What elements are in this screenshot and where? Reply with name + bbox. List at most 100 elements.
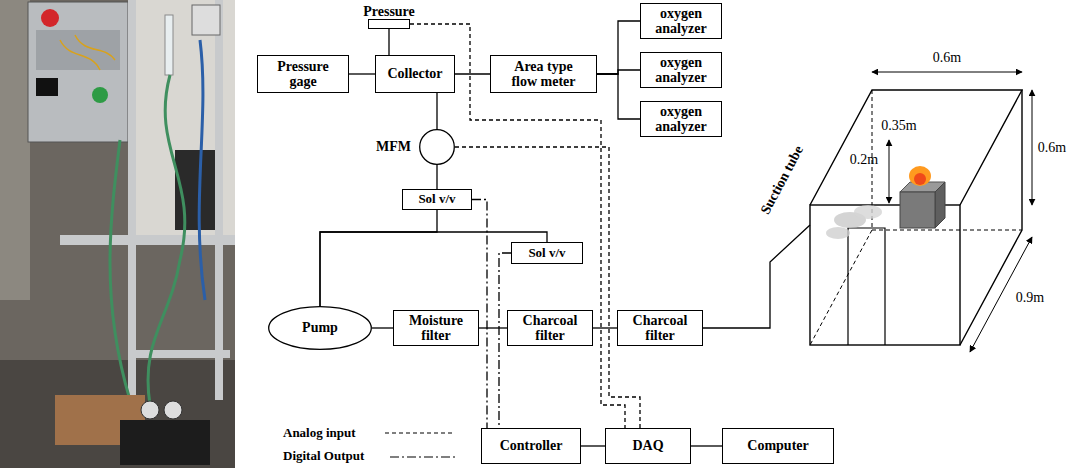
photo-wall bbox=[0, 0, 30, 300]
dimension-line bbox=[1032, 90, 1033, 205]
node-label: DAQ bbox=[632, 438, 663, 453]
analyzer-box: oxygen analyzer bbox=[640, 101, 722, 138]
connector-line bbox=[372, 327, 393, 328]
chamber-side bbox=[960, 90, 1022, 345]
start-button bbox=[92, 87, 108, 103]
node-label: oxygen analyzer bbox=[646, 104, 716, 135]
pump-gauge bbox=[164, 401, 182, 419]
aluminium-frame bbox=[215, 0, 223, 400]
apparatus-photo bbox=[0, 0, 235, 468]
connector-line bbox=[597, 74, 640, 119]
photo-wires bbox=[60, 35, 115, 70]
smoke bbox=[854, 205, 882, 219]
ellipse-shape bbox=[269, 307, 372, 350]
node-label: oxygen analyzer bbox=[646, 6, 716, 37]
flame bbox=[909, 166, 931, 186]
dimension-line bbox=[872, 72, 1022, 73]
legend-label: Analog input bbox=[283, 426, 356, 440]
legend-entry: Digital Output bbox=[283, 449, 364, 463]
process-box: DAQ bbox=[605, 428, 691, 464]
connector-line bbox=[479, 327, 507, 328]
connector-line bbox=[436, 165, 437, 189]
chamber-top bbox=[810, 90, 1022, 205]
photo-ground bbox=[0, 0, 235, 468]
dimension-line bbox=[889, 140, 890, 203]
node-heading: Pressure bbox=[363, 4, 415, 19]
legend-entry: Analog input bbox=[283, 426, 356, 440]
filter-box: Charcoal filter bbox=[507, 310, 593, 347]
connector-line bbox=[581, 445, 605, 446]
node-label: Controller bbox=[500, 438, 563, 453]
connector-line bbox=[388, 29, 389, 55]
connector-line bbox=[597, 21, 640, 74]
switch-symbol bbox=[36, 78, 58, 96]
green-tube bbox=[110, 140, 130, 400]
connector-line bbox=[320, 210, 437, 306]
gauge-meter bbox=[192, 5, 220, 35]
connector-line bbox=[455, 73, 490, 74]
connector-line bbox=[593, 327, 617, 328]
test-chamber bbox=[810, 72, 1032, 352]
control-panel bbox=[36, 30, 120, 70]
smoke bbox=[826, 227, 850, 239]
node-label: oxygen analyzer bbox=[646, 55, 716, 86]
flow-meter-tube bbox=[165, 15, 173, 75]
process-box: Controller bbox=[481, 428, 581, 464]
circle-shape bbox=[420, 130, 455, 165]
filter-box: Moisture filter bbox=[393, 310, 479, 347]
process-box: Area type flow meter bbox=[490, 55, 597, 93]
process-box: Pressure gage bbox=[257, 55, 349, 93]
connector-line bbox=[691, 445, 722, 446]
blue-tube bbox=[199, 40, 205, 300]
dimension-label: 0.2m bbox=[850, 152, 878, 167]
sample-cube bbox=[900, 192, 935, 228]
control-box bbox=[28, 2, 128, 142]
node-label: Sol v/v bbox=[418, 192, 455, 206]
pump-gauge bbox=[141, 401, 159, 419]
dimension-label: 0.35m bbox=[881, 118, 916, 133]
analyzer-box: oxygen analyzer bbox=[640, 52, 722, 89]
node-heading: MFM bbox=[376, 139, 411, 154]
node-label: Area type flow meter bbox=[502, 59, 585, 90]
analog-signal-line bbox=[455, 147, 640, 428]
emergency-button bbox=[41, 9, 59, 27]
part-label: Suction tube bbox=[758, 143, 807, 217]
dimension-label: 0.6m bbox=[933, 50, 961, 65]
aluminium-frame bbox=[128, 0, 136, 400]
node-label: Pressure gage bbox=[265, 59, 341, 90]
aluminium-frame bbox=[130, 350, 230, 358]
green-tube bbox=[148, 75, 185, 405]
pump-ellipse: Pump bbox=[268, 306, 372, 350]
node-label: Pump bbox=[302, 320, 338, 335]
node-label: Computer bbox=[747, 438, 808, 453]
valve-box: Sol v/v bbox=[402, 189, 472, 210]
process-box: Collector bbox=[375, 55, 455, 93]
suction-tube-line bbox=[703, 225, 810, 328]
photo-floor bbox=[0, 360, 235, 468]
hidden-edge bbox=[810, 230, 872, 345]
flow-meter-circle: MFM bbox=[419, 129, 455, 165]
node-label: Charcoal filter bbox=[623, 313, 697, 344]
sample-cube bbox=[935, 182, 945, 228]
connector-line bbox=[436, 93, 437, 129]
flame bbox=[914, 173, 926, 185]
pressure-sensor: Pressure bbox=[368, 19, 410, 29]
node-label: Charcoal filter bbox=[513, 313, 587, 344]
pump-body bbox=[120, 420, 210, 465]
process-box: Computer bbox=[722, 428, 834, 464]
circle-outline bbox=[419, 129, 455, 165]
partition-lines bbox=[848, 228, 885, 345]
node-label: Sol v/v bbox=[528, 246, 565, 260]
node-label: Moisture filter bbox=[399, 313, 473, 344]
node-label: Collector bbox=[387, 66, 442, 81]
valve-box: Sol v/v bbox=[511, 242, 583, 264]
dimension-label: 0.9m bbox=[1016, 290, 1044, 305]
analyzer-box: oxygen analyzer bbox=[640, 3, 722, 40]
digital-line-sample bbox=[390, 456, 455, 457]
hidden-edge bbox=[872, 90, 1022, 230]
legend-label: Digital Output bbox=[283, 449, 364, 463]
analog-line-sample bbox=[385, 432, 455, 433]
